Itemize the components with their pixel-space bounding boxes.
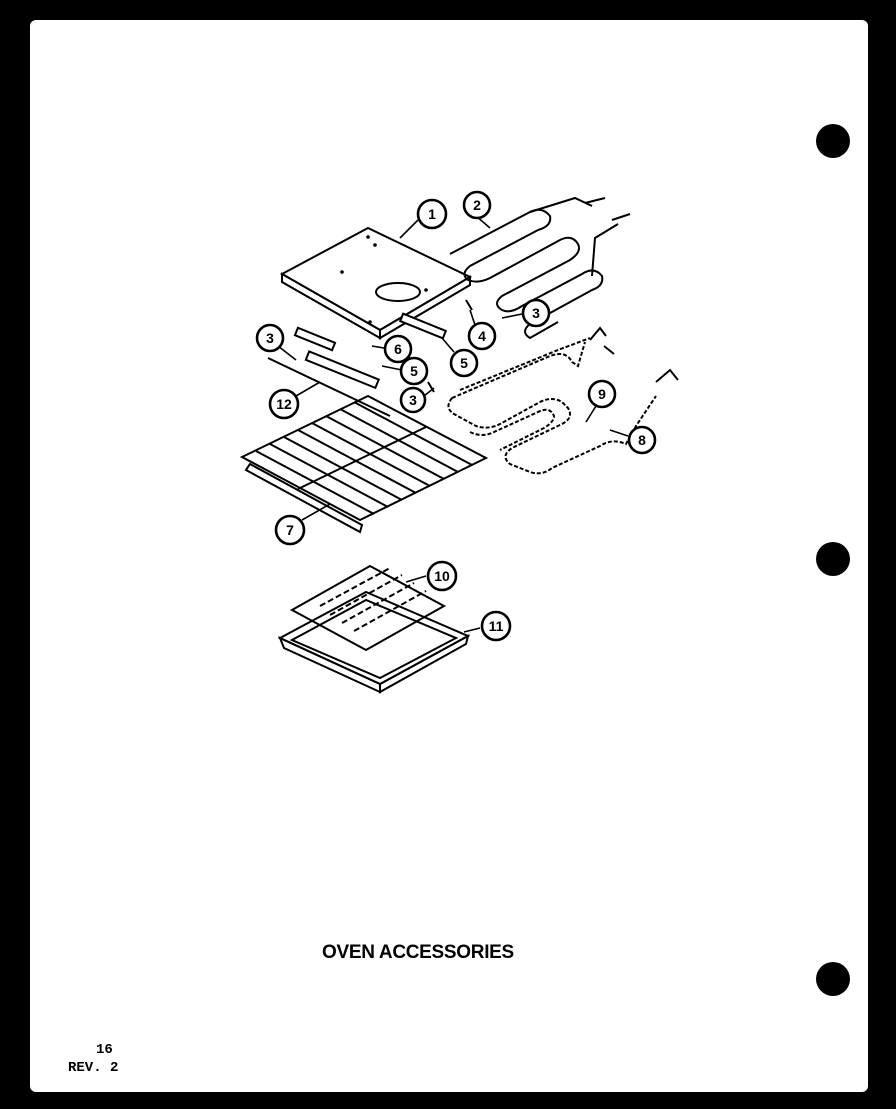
callout-4: 4: [467, 321, 497, 351]
callout-10: 10: [426, 560, 458, 592]
bake-element: [447, 326, 679, 475]
exploded-parts-diagram: 1 2 3 4 5 6 3 5: [239, 190, 679, 694]
callout-3: 3: [521, 298, 551, 328]
broil-element-cover-plate: [279, 226, 473, 340]
callout-11: 11: [480, 610, 512, 642]
callout-8: 8: [627, 425, 657, 455]
callout-label: 2: [473, 197, 481, 213]
broiler-pan-insert: [289, 564, 447, 652]
oven-rack: [239, 394, 489, 534]
callout-12: 12: [268, 388, 300, 420]
callout-label: 7: [286, 522, 294, 538]
revision-label: REV. 2: [68, 1060, 119, 1076]
callout-5-lower: 5: [399, 356, 429, 386]
callout-label: 11: [489, 618, 504, 634]
callout-9: 9: [587, 379, 617, 409]
broiler-pan: [277, 590, 471, 694]
callout-6: 6: [383, 334, 413, 364]
callout-label: 1: [428, 206, 436, 222]
callout-1: 1: [416, 198, 448, 230]
broil-element: [449, 196, 631, 340]
callout-5: 5: [449, 348, 479, 378]
binder-hole-top: [816, 124, 850, 158]
callout-2: 2: [462, 190, 492, 220]
binder-hole-bottom: [816, 962, 850, 996]
callout-label: 3: [532, 305, 540, 321]
callout-label: 3: [266, 330, 274, 346]
callout-3-left: 3: [255, 323, 285, 353]
callout-label: 3: [409, 392, 417, 408]
callout-label: 5: [410, 363, 418, 379]
diagram-title: OVEN ACCESSORIES: [322, 942, 514, 963]
callout-label: 5: [460, 355, 468, 371]
callout-label: 9: [598, 386, 606, 402]
rack-support-rod: [267, 357, 391, 417]
parts-diagram-page: 1 2 3 4 5 6 3 5: [30, 20, 868, 1092]
callout-3-lower: 3: [399, 386, 427, 414]
leader-lines: [277, 215, 629, 633]
callout-7: 7: [274, 514, 306, 546]
page-number: 16: [96, 1042, 113, 1058]
binder-hole-middle: [816, 542, 850, 576]
callout-label: 12: [276, 396, 292, 412]
callout-label: 10: [434, 568, 450, 584]
callout-label: 6: [394, 341, 402, 357]
callout-label: 4: [478, 328, 486, 344]
element-bracket-left: [293, 299, 473, 393]
callout-label: 8: [638, 432, 646, 448]
